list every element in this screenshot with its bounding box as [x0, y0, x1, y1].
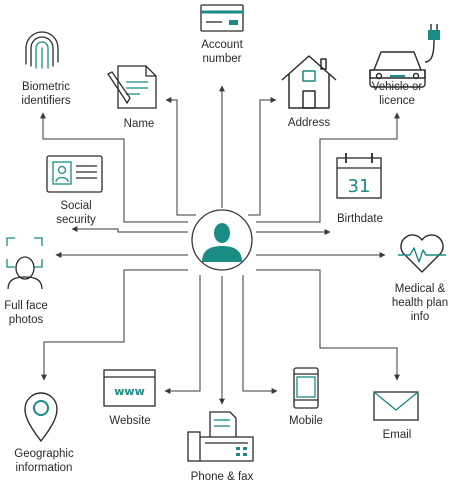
connector-website [164, 275, 201, 394]
fax-machine-icon [187, 411, 254, 462]
document-pen-icon [107, 65, 157, 109]
mobile-phone-icon [293, 367, 319, 409]
label-biometric: Biometric identifiers [21, 81, 71, 107]
center-person [191, 209, 253, 271]
connector-name [165, 97, 196, 216]
person-icon [202, 223, 242, 262]
label-medical: Medical & health plan info [391, 283, 449, 323]
connectors [40, 85, 400, 405]
envelope-icon [373, 391, 419, 421]
house-icon [281, 55, 337, 109]
connector-biometric [40, 112, 188, 223]
label-phone-fax: Phone & fax [190, 471, 254, 483]
car-plug-icon [369, 24, 440, 88]
connector-mobile [242, 275, 278, 394]
label-vehicle: Vehicle or licence [371, 81, 423, 107]
label-name: Name [123, 118, 155, 130]
heart-pulse-icon [398, 234, 446, 273]
label-geographic: Geographic information [14, 448, 74, 474]
label-account-number: Account number [201, 39, 243, 65]
map-pin-icon [24, 392, 58, 443]
calendar-icon: 31 [336, 153, 382, 199]
browser-window-icon: www [103, 369, 156, 407]
browser-www-text: www [114, 385, 145, 398]
connector-vehicle [256, 112, 400, 223]
connector-email [256, 269, 400, 381]
label-email: Email [382, 429, 412, 441]
label-website: Website [109, 415, 151, 427]
label-face: Full face photos [4, 300, 48, 326]
label-social-security: Social security [56, 200, 96, 226]
calendar-day-text: 31 [348, 176, 371, 197]
connector-address [248, 97, 277, 216]
connector-geographic [41, 269, 188, 381]
label-mobile: Mobile [289, 415, 323, 427]
bank-card-icon [200, 4, 244, 32]
fingerprint-icon [25, 31, 59, 69]
id-card-icon [46, 155, 103, 193]
face-scan-icon [6, 237, 43, 290]
label-address: Address [287, 117, 331, 129]
label-birthdate: Birthdate [336, 213, 384, 225]
connector-social-security [71, 226, 188, 233]
